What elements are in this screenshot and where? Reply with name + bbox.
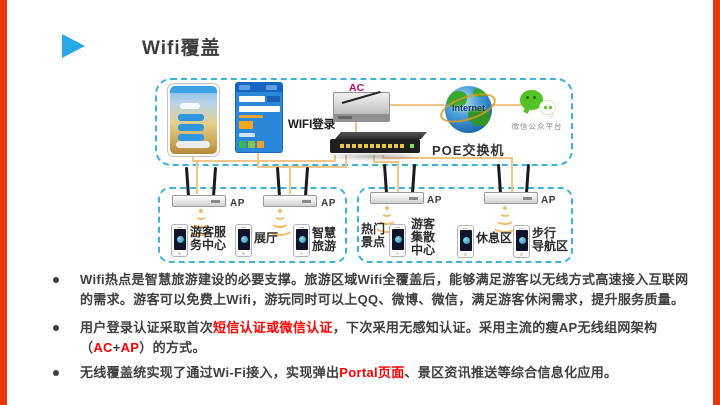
zone-phone bbox=[389, 224, 406, 257]
zone-phone bbox=[457, 225, 474, 258]
link-ac-poe bbox=[355, 122, 357, 135]
zone-label-walking-nav: 步行导航区 bbox=[532, 226, 569, 253]
ap-label: AP bbox=[427, 195, 442, 206]
wifi-login-phone-mockup bbox=[235, 82, 283, 153]
link-ap4-drop bbox=[511, 157, 513, 192]
ap-label: AP bbox=[230, 198, 245, 209]
wifi-waves-icon bbox=[186, 209, 216, 236]
ap-device bbox=[263, 195, 317, 207]
wifi-waves-icon bbox=[372, 206, 402, 233]
bullet-2: 用户登录认证采取首次短信认证或微信认证，下次采用无感知认证。采用主流的瘦AP无线… bbox=[80, 320, 658, 355]
zone-phone bbox=[513, 225, 530, 258]
page-title: Wifi覆盖 bbox=[142, 38, 221, 59]
link-ap2-drop bbox=[289, 166, 291, 194]
link-phone1-drop bbox=[192, 157, 194, 161]
ac-antenna bbox=[341, 91, 381, 104]
poe-switch-device bbox=[330, 139, 420, 153]
wifi-login-label: WIFI登录 bbox=[288, 119, 336, 131]
link-bus-ap4 bbox=[382, 157, 513, 159]
left-edge-bar bbox=[0, 0, 7, 405]
ap-device bbox=[172, 195, 226, 207]
wechat-small-bubble-icon bbox=[539, 100, 556, 115]
coverage-box-left bbox=[158, 187, 347, 263]
link-internet-wechat bbox=[492, 104, 521, 106]
zone-label-tourist-service: 游客服务中心 bbox=[190, 225, 227, 252]
wifi-waves-icon bbox=[265, 209, 295, 236]
ac-label: AC bbox=[349, 82, 365, 94]
link-bus-ap2 bbox=[257, 166, 347, 168]
zone-phone bbox=[293, 224, 310, 257]
wechat-icon bbox=[520, 90, 543, 110]
link-ap3-drop bbox=[397, 161, 399, 192]
bullet-1: Wifi热点是智慧旅游建设的必要支撑。旅游区域Wifi全覆盖后，能够满足游客以无… bbox=[80, 272, 689, 307]
bullet-dot bbox=[53, 370, 59, 376]
zone-label-smart-tourism: 智慧旅游 bbox=[312, 226, 337, 253]
ap-device bbox=[484, 192, 538, 204]
ap-label: AP bbox=[321, 198, 336, 209]
zone-label-hot-spot: 热门景点 bbox=[361, 222, 386, 249]
link-ac-internet bbox=[390, 104, 445, 106]
wifi-waves-icon bbox=[490, 206, 520, 233]
zone-label-rest-area: 休息区 bbox=[476, 231, 513, 245]
right-edge-bar bbox=[713, 0, 720, 405]
zone-phone bbox=[235, 224, 252, 257]
link-bus-ap3 bbox=[373, 161, 399, 163]
link-ap1-drop bbox=[196, 160, 198, 194]
zone-label-distribution-center: 游客集散中心 bbox=[411, 217, 436, 257]
bullet-dot bbox=[53, 325, 59, 331]
app-phone-mockup bbox=[167, 83, 220, 157]
title-triangle-icon bbox=[62, 34, 85, 58]
ap-device bbox=[370, 192, 424, 204]
zone-label-exhibition-hall: 展厅 bbox=[254, 231, 279, 245]
poe-switch-label: POE交换机 bbox=[432, 143, 505, 158]
coverage-box-right bbox=[357, 187, 573, 263]
internet-label: Internet bbox=[451, 103, 485, 113]
ap-label: AP bbox=[541, 195, 556, 206]
zone-phone bbox=[171, 224, 188, 257]
link-bus-ap1 bbox=[192, 160, 336, 162]
bullet-3: 无线覆盖统实现了通过Wi-Fi接入，实现弹出Portal页面、景区资讯推送等综合… bbox=[80, 365, 618, 380]
wechat-platform-label: 微信公众平台 bbox=[511, 122, 563, 131]
app-screenshot bbox=[170, 86, 217, 154]
core-network-box bbox=[155, 78, 573, 166]
link-phone2-drop bbox=[257, 153, 259, 166]
poe-switch-shadow bbox=[322, 152, 428, 161]
ac-controller-device bbox=[333, 91, 390, 122]
bullet-dot bbox=[53, 277, 59, 283]
poe-switch-top bbox=[335, 132, 427, 139]
internet-globe-icon bbox=[445, 86, 492, 133]
